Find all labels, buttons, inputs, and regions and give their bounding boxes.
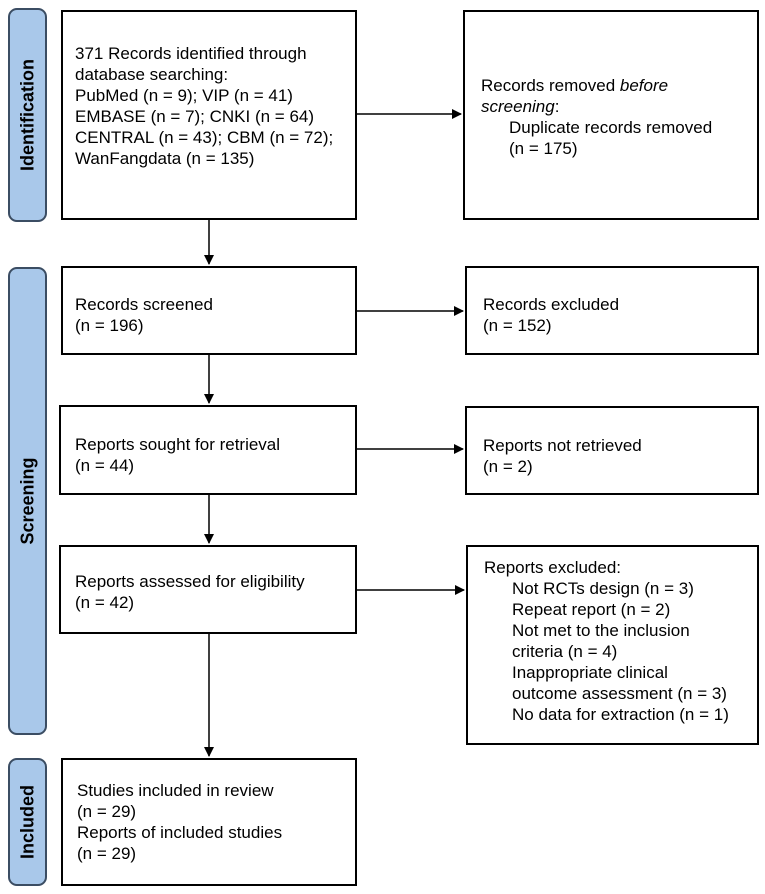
records-excluded-box: Records excluded (n = 152) (465, 266, 759, 355)
sought-count: (n = 44) (75, 456, 135, 475)
reports-excluded-title: Reports excluded: (484, 558, 622, 577)
excluded-reason: criteria (n = 4) (512, 642, 618, 661)
reports-excluded-box: Reports excluded: Not RCTs design (n = 3… (466, 545, 759, 745)
identified-line-6: WanFangdata (n = 135) (75, 149, 255, 168)
reports-sought-box: Reports sought for retrieval (n = 44) (59, 405, 357, 495)
identified-line-1: 371 Records identified through (75, 44, 307, 63)
records-screened-box: Records screened (n = 196) (61, 266, 357, 355)
phase-identification: Identification (8, 8, 47, 222)
screened-count: (n = 196) (75, 316, 144, 335)
excluded-reason: outcome assessment (n = 3) (512, 684, 727, 703)
sought-label: Reports sought for retrieval (75, 435, 281, 454)
included-line-1: Studies included in review (77, 781, 274, 800)
removed-heading-line-2: screening: (481, 97, 560, 116)
screened-label: Records screened (75, 295, 213, 314)
reports-assessed-box: Reports assessed for eligibility (n = 42… (59, 545, 357, 634)
removed-count: (n = 175) (509, 139, 578, 158)
excluded-reason: No data for extraction (n = 1) (512, 705, 729, 724)
identified-line-5: CENTRAL (n = 43); CBM (n = 72); (75, 128, 334, 147)
reports-not-retrieved-box: Reports not retrieved (n = 2) (465, 406, 759, 495)
records-excluded-count: (n = 152) (483, 316, 552, 335)
included-line-3: Reports of included studies (77, 823, 283, 842)
removed-detail: Duplicate records removed (509, 118, 713, 137)
records-removed-box: Records removed before screening: Duplic… (463, 10, 759, 220)
identified-line-2: database searching: (75, 65, 229, 84)
phase-screening: Screening (8, 267, 47, 735)
included-line-2: (n = 29) (77, 802, 137, 821)
removed-heading-line-1: Records removed before (481, 76, 669, 95)
assessed-label: Reports assessed for eligibility (75, 572, 305, 591)
excluded-reason: Not RCTs design (n = 3) (512, 579, 694, 598)
not-retrieved-count: (n = 2) (483, 457, 533, 476)
records-identified-box: 371 Records identified through database … (61, 10, 357, 220)
identified-line-4: EMBASE (n = 7); CNKI (n = 64) (75, 107, 315, 126)
assessed-count: (n = 42) (75, 593, 135, 612)
phase-included: Included (8, 758, 47, 886)
included-line-4: (n = 29) (77, 844, 137, 863)
excluded-reason: Inappropriate clinical (512, 663, 668, 682)
excluded-reason: Not met to the inclusion (512, 621, 690, 640)
excluded-reason: Repeat report (n = 2) (512, 600, 671, 619)
studies-included-box: Studies included in review (n = 29) Repo… (61, 758, 357, 886)
identified-line-3: PubMed (n = 9); VIP (n = 41) (75, 86, 293, 105)
records-excluded-label: Records excluded (483, 295, 620, 314)
not-retrieved-label: Reports not retrieved (483, 436, 642, 455)
